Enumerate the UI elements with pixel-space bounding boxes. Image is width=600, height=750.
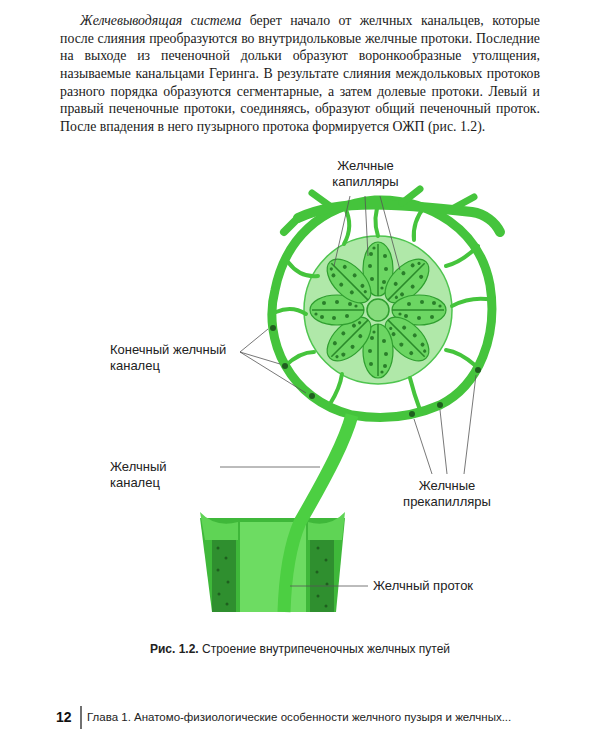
callout-label-holder: Желчный каналец — [110, 459, 218, 491]
body-paragraph-holder: Желчевыводящая система берет начало от ж… — [60, 12, 540, 136]
running-head: Глава 1. Анатомо-физиологические особенн… — [87, 711, 587, 723]
footer-rule — [80, 706, 81, 729]
callout-label-holder: Желчный проток — [373, 578, 503, 594]
callout-label-holder: Конечный желчный каналец — [110, 342, 235, 374]
callout-label: Желчный проток — [373, 578, 503, 594]
page-number: 12 — [56, 709, 78, 725]
ductule-endings — [270, 325, 481, 417]
callout-label: Желчный каналец — [110, 459, 218, 491]
figure-caption: Рис. 1.2. Строение внутрипеченочных желч… — [40, 642, 560, 656]
leader-lines — [220, 196, 476, 586]
callout-label-holder: Желчные прекапилляры — [392, 478, 502, 510]
callout-label: Конечный желчный каналец — [110, 342, 235, 374]
hepatocyte-cords — [310, 242, 446, 378]
page-number-holder: 12 — [56, 709, 78, 725]
callout-label: Желчные прекапилляры — [392, 478, 502, 510]
perilobular-ducts — [272, 189, 500, 418]
callout-label: Желчные капилляры — [318, 158, 413, 190]
callout-label-holder: Желчные капилляры — [318, 158, 413, 190]
figure-caption-holder: Рис. 1.2. Строение внутрипеченочных желч… — [40, 642, 560, 656]
body-paragraph: Желчевыводящая система берет начало от ж… — [60, 12, 540, 136]
running-head-holder: Глава 1. Анатомо-физиологические особенн… — [87, 711, 587, 723]
central-vein — [367, 299, 389, 321]
bile-duct — [200, 512, 345, 612]
lobule — [304, 236, 452, 384]
bile-ductule-stem — [284, 415, 352, 612]
